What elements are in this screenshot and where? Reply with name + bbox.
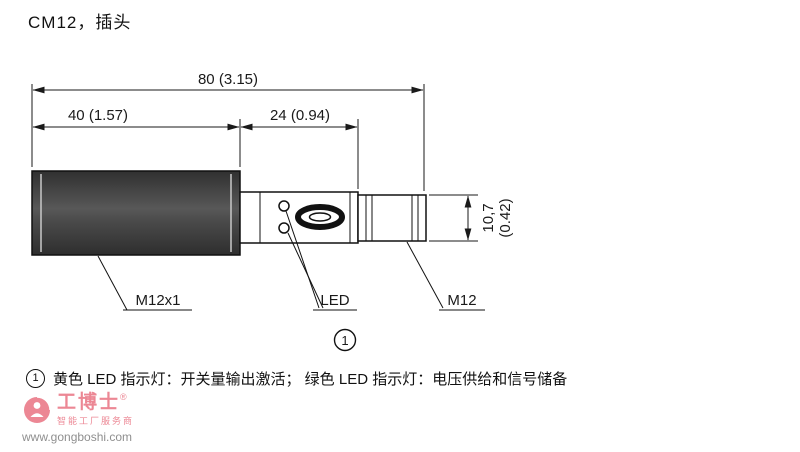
dimension-mid [240, 119, 359, 189]
page-title: CM12，插头 [28, 13, 132, 32]
sensor-barrel [31, 170, 241, 256]
callout-1: 1 [333, 328, 357, 352]
leader-led [285, 210, 357, 311]
leader-line [287, 232, 324, 309]
led-window-oval [295, 204, 345, 230]
connector-label: M12 [447, 292, 476, 309]
led-label: LED [320, 292, 349, 309]
registered-mark-icon: ® [120, 392, 127, 402]
dimension-body-label: 40 (1.57) [68, 107, 128, 124]
callout-number: 1 [341, 333, 348, 348]
sensor-body [31, 170, 241, 256]
watermark-brand: 工博士 [57, 392, 121, 413]
dimension-total [31, 84, 425, 191]
connector-m12 [357, 194, 427, 242]
leader-connector [406, 241, 485, 311]
callout-circle [333, 328, 357, 352]
watermark-url: www.gongboshi.com [22, 430, 133, 444]
footnote: 1 黄色 LED 指示灯：开关量输出激活； 绿色 LED 指示灯：电压供给和信号… [26, 368, 567, 389]
watermark-subtitle: 智能工厂服务商 [57, 416, 135, 426]
dimension-height-mm: 10,7 [480, 203, 497, 232]
mid-section [239, 191, 359, 244]
leader-line [406, 241, 444, 309]
dimension-height [429, 194, 478, 242]
led-window-inner [308, 212, 332, 222]
leader-line [285, 210, 320, 309]
gongboshi-logo-icon [24, 396, 51, 423]
dimension-height-labels: 10,7 (0.42) [480, 198, 514, 237]
footnote-text: 黄色 LED 指示灯：开关量输出激活； 绿色 LED 指示灯：电压供给和信号储备 [53, 371, 568, 388]
watermark: 工博士® 智能工厂服务商 www.gongboshi.com [22, 392, 135, 445]
leader-line [97, 255, 128, 311]
leader-thread [97, 255, 192, 311]
dimension-height-in: (0.42) [497, 198, 514, 237]
dimension-mid-label: 24 (0.94) [270, 107, 330, 124]
footnote-circled-1: 1 [26, 369, 45, 388]
dimension-total-label: 80 (3.15) [198, 71, 258, 88]
connector-outline [357, 194, 427, 242]
led-circle-top [278, 200, 290, 212]
dimension-body [32, 119, 241, 167]
thread-label: M12x1 [135, 292, 180, 309]
led-circle-bottom [278, 222, 290, 234]
